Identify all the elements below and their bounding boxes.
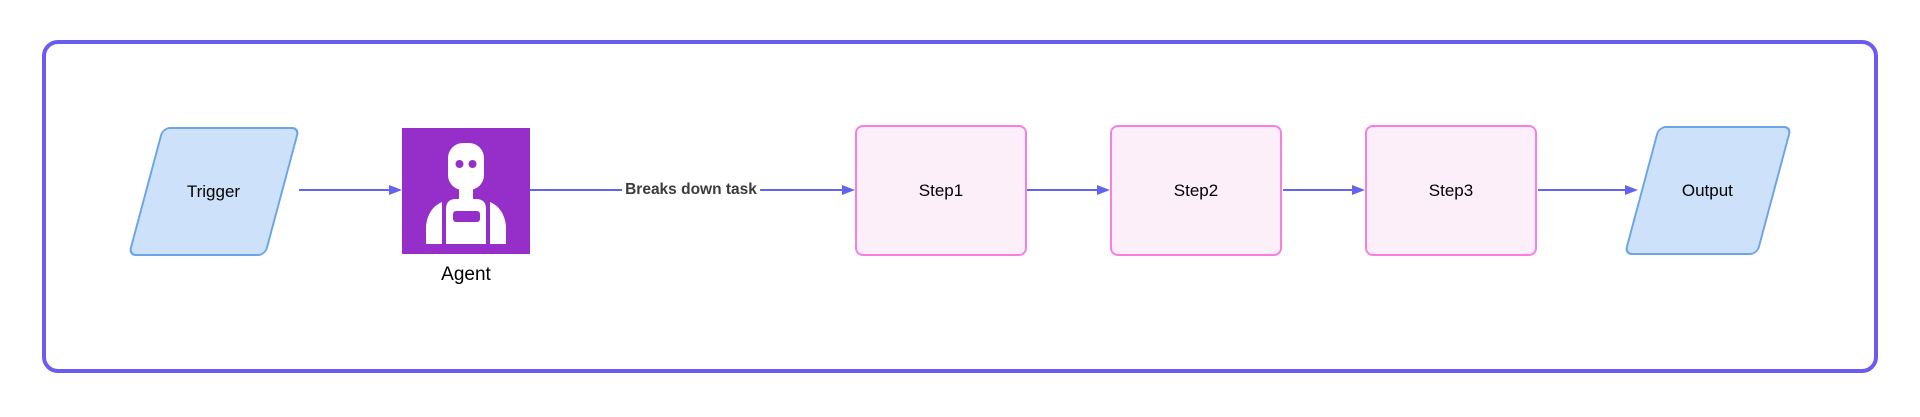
node-step2: Step2 (1110, 125, 1282, 256)
output-label: Output (1682, 180, 1734, 200)
trigger-label: Trigger (187, 181, 241, 201)
arrowhead-trigger-to-agent (389, 185, 402, 195)
step3-label: Step3 (1428, 180, 1474, 200)
arrowhead-agent-to-step1 (842, 185, 855, 195)
node-step1: Step1 (855, 125, 1027, 256)
arrow-step1-to-step2 (1027, 189, 1098, 191)
arrow-step2-to-step3 (1283, 189, 1353, 191)
node-step3: Step3 (1365, 125, 1537, 256)
arrow-trigger-to-agent (299, 189, 390, 191)
step2-label: Step2 (1173, 180, 1219, 200)
arrow-step3-to-output (1538, 189, 1626, 191)
step1-label: Step1 (918, 180, 964, 200)
arrowhead-step3-to-output (1625, 185, 1638, 195)
edge-label-breaks-down-task: Breaks down task (622, 181, 760, 199)
arrowhead-step2-to-step3 (1352, 185, 1365, 195)
arrowhead-step1-to-step2 (1097, 185, 1110, 195)
node-agent (402, 128, 530, 254)
agent-label: Agent (441, 264, 491, 285)
robot-icon (402, 128, 530, 254)
